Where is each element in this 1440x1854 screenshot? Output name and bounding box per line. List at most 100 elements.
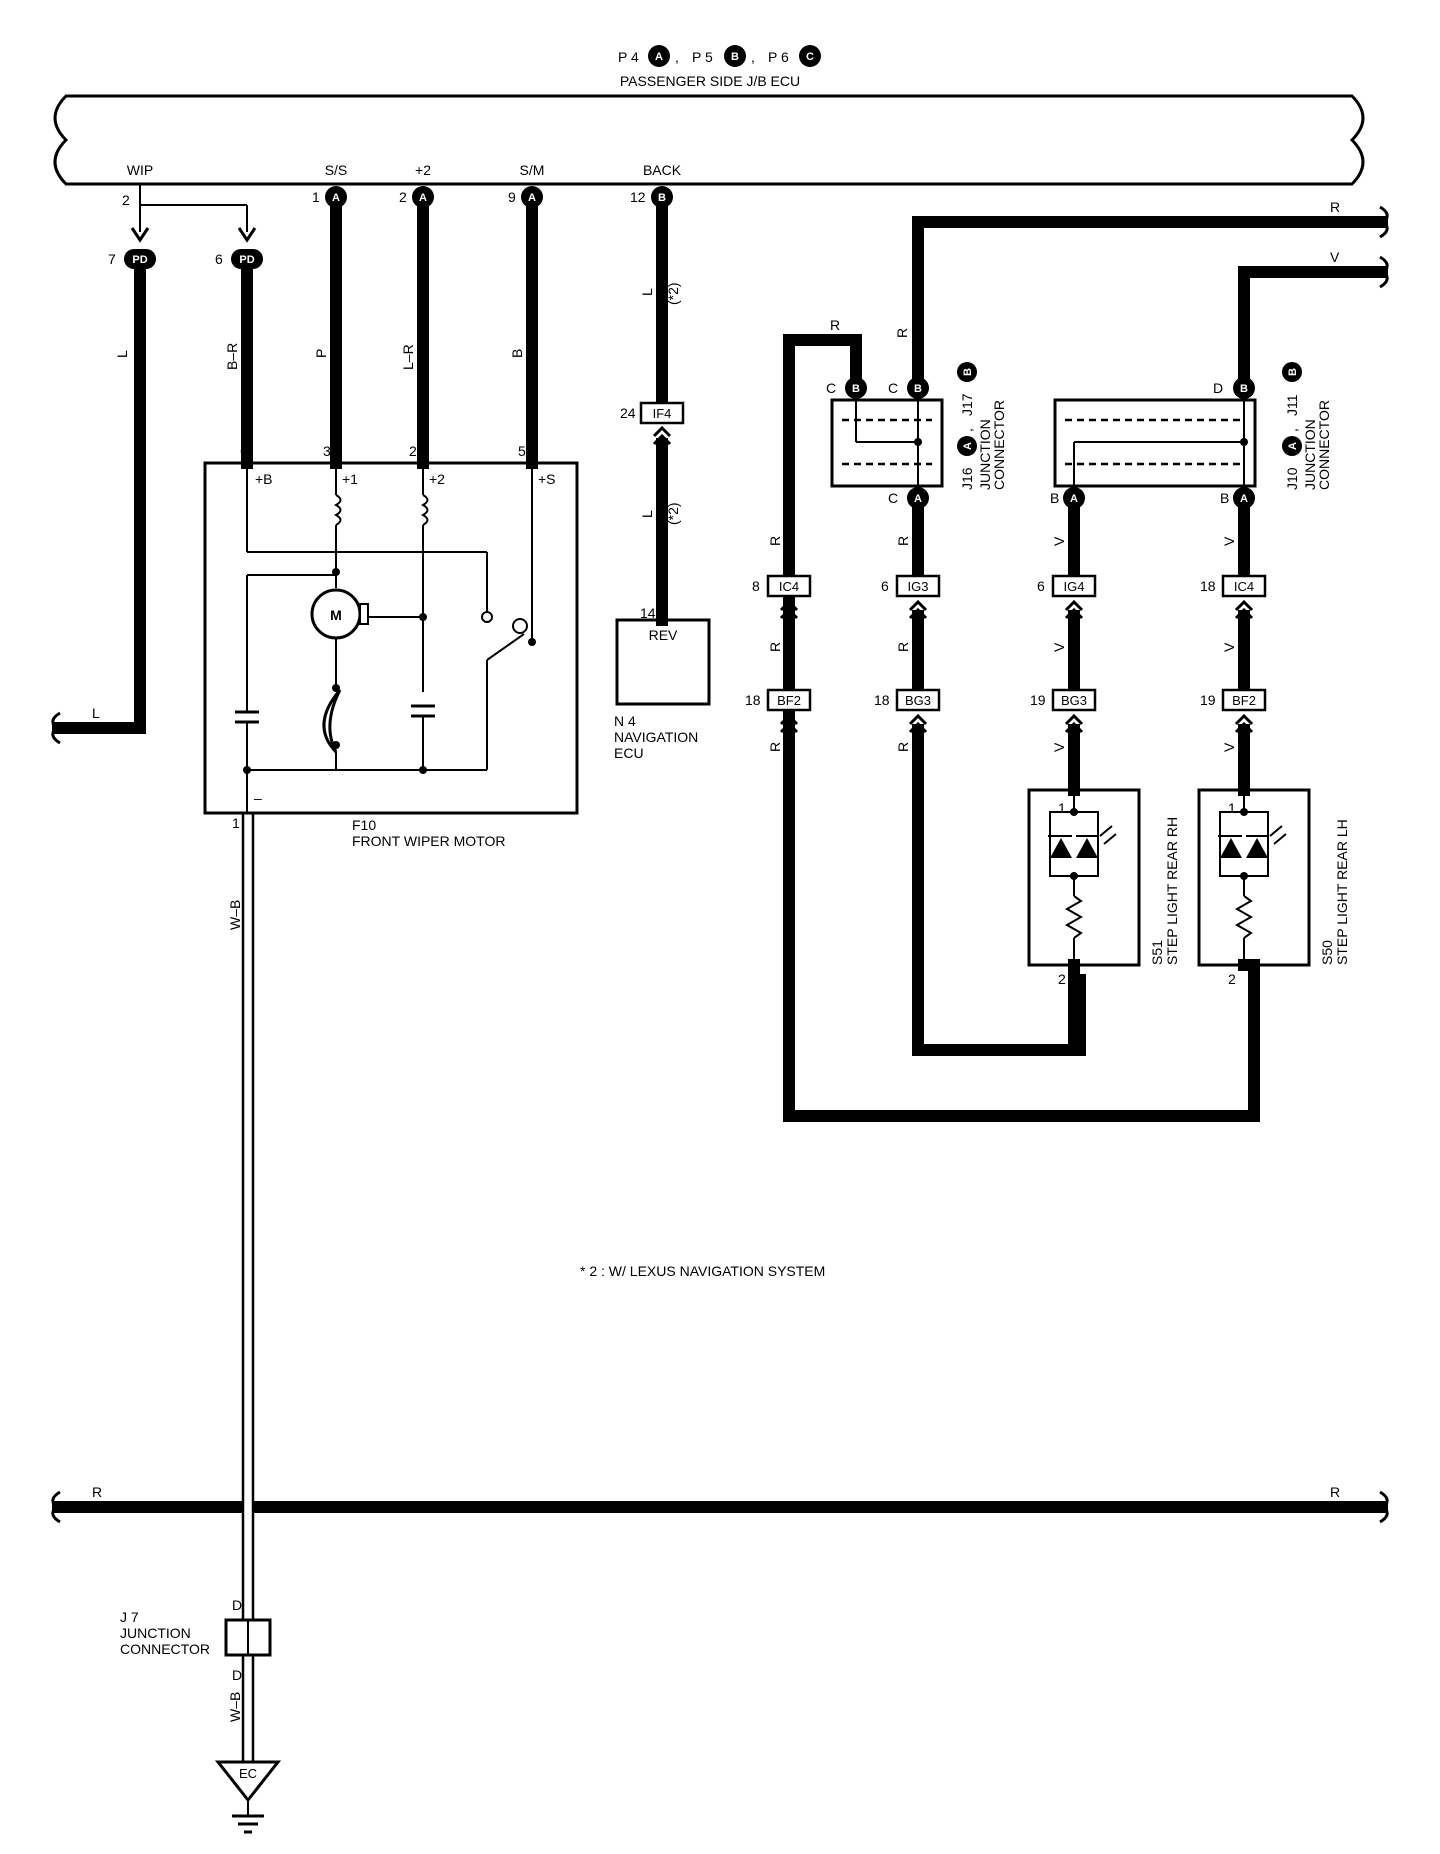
j7-name-1: JUNCTION: [120, 1625, 191, 1641]
wire-back-l-label: L: [639, 288, 655, 296]
wire-wb: W–B W–B: [227, 813, 255, 1762]
nav-terminal: REV: [649, 627, 678, 643]
header-letter-2: B: [731, 51, 739, 63]
j16-name-1: JUNCTION: [977, 419, 993, 490]
junction-j16-j17: B C B C A C J16 A , J17 B JUNCTION CONNE…: [826, 362, 1007, 509]
col4-v-3: V: [1221, 742, 1237, 752]
ss-branch: A 1 P: [312, 186, 347, 469]
nav-name-1: NAVIGATION: [614, 729, 698, 745]
ic-4-name: IC4: [1234, 579, 1254, 594]
r-feed-label-2: R: [894, 328, 910, 338]
ground-name: EC: [239, 1766, 257, 1781]
back-letter: B: [658, 192, 666, 204]
column-wires: R R R R R R V V V V V V: [767, 504, 1250, 1056]
ic-5-pin: 18: [745, 692, 761, 708]
ss-letter: A: [332, 192, 340, 204]
j16-bottom-pin: C: [888, 490, 898, 506]
nav-code: N 4: [614, 713, 636, 729]
fwm-code: F10: [352, 817, 376, 833]
j7-pin-bottom: D: [232, 1667, 242, 1683]
wire-l-label-2: L: [92, 705, 100, 721]
j11-top-pin: D: [1213, 380, 1223, 396]
ic-4-pin: 18: [1200, 578, 1216, 594]
col3-v-3: V: [1051, 742, 1067, 752]
wire-back-note-2: (*2): [665, 502, 681, 525]
plus2-branch: A 2 L–R: [399, 186, 434, 469]
j16-name-2: CONNECTOR: [991, 400, 1007, 490]
fwm-term-minus: –: [254, 790, 262, 806]
j16-top-2-pin: C: [888, 380, 898, 396]
wire-v-feed: [1238, 266, 1388, 382]
fwm-term-s: +S: [538, 471, 556, 487]
s50-name: STEP LIGHT REAR LH: [1334, 819, 1350, 965]
ic-6-name: BG3: [905, 693, 931, 708]
fwm-term-2: +2: [429, 471, 445, 487]
j11-letter: B: [1287, 368, 1299, 376]
ic-3-pin: 6: [1037, 578, 1045, 594]
j10-letter: A: [1287, 442, 1299, 450]
s51-name: STEP LIGHT REAR RH: [1164, 817, 1180, 965]
j10-bottom-2-letter: A: [1240, 493, 1248, 505]
col2-r-3: R: [895, 742, 911, 752]
step-light-rh: 1 2 S51 STEP LIGHT REAR RH: [1027, 788, 1180, 1056]
j11-top-letter: B: [1240, 383, 1248, 395]
s50-pin-bottom: 2: [1228, 971, 1236, 987]
wire-l: [52, 263, 146, 734]
ic-8-name: BF2: [1232, 693, 1256, 708]
j11-code: J11: [1284, 394, 1300, 416]
ic-7-name: BG3: [1061, 693, 1087, 708]
wire-r-feed: [912, 216, 1388, 382]
junction-j10-j11: B D A B A B J10 A , J11 B JUNCTION CONNE…: [1050, 362, 1332, 509]
col1-r-1: R: [767, 536, 783, 546]
wire-back-l-label-2: L: [639, 510, 655, 518]
back-pin: 12: [630, 189, 646, 205]
wire-r-left-loop: [783, 334, 1260, 1122]
j17-letter: B: [962, 368, 974, 376]
sm-letter: A: [528, 192, 536, 204]
r-bus-label-right: R: [1330, 1484, 1340, 1500]
front-wiper-motor: 6 3 2 5 +B +1 +2 +S – M: [203, 443, 579, 849]
j7-pin-top: D: [232, 1597, 242, 1613]
j10-bottom-1-letter: A: [1070, 493, 1078, 505]
wip-pin: 2: [122, 192, 130, 208]
col1-r-2: R: [767, 642, 783, 652]
fwm-pin-ground: 1: [232, 815, 240, 831]
wire-wb-label: W–B: [227, 900, 243, 930]
j16-letter: A: [962, 442, 974, 450]
term-wip: WIP: [127, 162, 153, 178]
ecu-header-label: P 4 A , P 5 B , P 6 C PASSENGER SIDE J/B…: [618, 45, 821, 89]
ecu-terminals: WIP S/S +2 S/M BACK: [127, 162, 682, 178]
header-sep-2: ,: [751, 49, 755, 65]
j16-top-1-pin: C: [826, 380, 836, 396]
j7-name-2: CONNECTOR: [120, 1641, 210, 1657]
if4-pin: 24: [620, 405, 636, 421]
wire-l-label: L: [114, 350, 130, 358]
s51-pin-bottom: 2: [1058, 971, 1066, 987]
pd-1-pin: 7: [108, 251, 116, 267]
col4-v-1: V: [1221, 536, 1237, 546]
fwm-term-b: +B: [255, 471, 273, 487]
j7-junction: D D J 7 JUNCTION CONNECTOR: [120, 1597, 272, 1683]
motor-symbol: M: [330, 607, 342, 623]
nav-pin: 14: [640, 605, 656, 621]
s50-code: S50: [1319, 940, 1335, 965]
j16-top-1-letter: B: [852, 383, 860, 395]
j10-bottom-2-pin: B: [1220, 490, 1229, 506]
j16-code: J16: [959, 467, 975, 490]
j16-sep: ,: [959, 428, 975, 432]
ecu-bar: [53, 94, 1365, 186]
header-pin-1: P 4: [618, 49, 639, 65]
fwm-pin-b: 6: [240, 443, 248, 459]
feed-wires: R R V: [894, 199, 1389, 382]
sm-pin: 9: [508, 189, 516, 205]
ic-1-pin: 8: [752, 578, 760, 594]
fwm-term-1: +1: [342, 471, 358, 487]
header-letter-3: C: [806, 51, 814, 63]
r-loop-label: R: [830, 317, 840, 333]
col2-r-2: R: [895, 642, 911, 652]
plus2-pin: 2: [399, 189, 407, 205]
fwm-pin-s: 5: [518, 443, 526, 459]
header-letter-1: A: [655, 51, 663, 63]
ic-2-pin: 6: [881, 578, 889, 594]
